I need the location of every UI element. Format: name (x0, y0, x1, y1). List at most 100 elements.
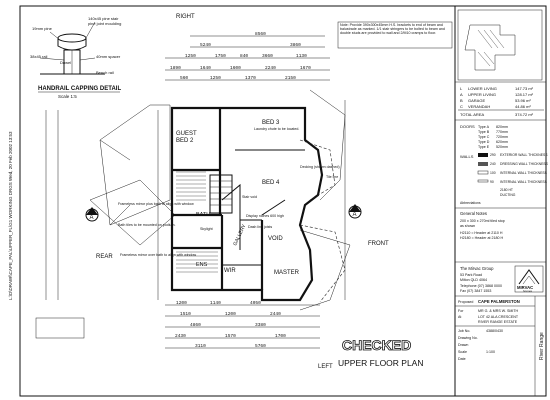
label-rear: REAR (96, 254, 113, 260)
svg-text:homes: homes (523, 289, 533, 293)
company-logo: MIRVAC homes (514, 265, 544, 293)
svg-text:1700: 1700 (275, 333, 286, 339)
svg-text:DRESSING WALL THICKNESS: DRESSING WALL THICKNESS (500, 162, 549, 166)
svg-text:Milton QLD 4064: Milton QLD 4064 (460, 278, 487, 282)
note-skylight: Skylight (200, 227, 213, 231)
svg-text:520mm: 520mm (496, 145, 508, 149)
svg-text:1510: 1510 (180, 311, 191, 317)
sheet-title: UPPER FLOOR PLAN (338, 358, 424, 368)
note-laundry-chute: Laundry chute to be located. (254, 127, 299, 131)
svg-text:DUCTING: DUCTING (500, 193, 516, 197)
handrail-label-1: 140x45 pine stair (88, 16, 119, 21)
svg-text:RIVER RANGE ESTATE: RIVER RANGE ESTATE (478, 320, 518, 324)
svg-text:1600: 1600 (230, 65, 241, 71)
title-block: L LOWER LIVING 147.73 m² A UPPER LIVING … (455, 9, 549, 396)
svg-text:290: 290 (490, 153, 496, 157)
svg-text:Drawn: Drawn (458, 343, 468, 347)
svg-text:1570: 1570 (225, 333, 236, 339)
svg-text:820mm: 820mm (496, 125, 508, 129)
svg-text:1140: 1140 (210, 300, 221, 306)
svg-text:GARAGE: GARAGE (468, 98, 485, 103)
svg-text:INTERNAL WALL THICKNESS: INTERNAL WALL THICKNESS (500, 171, 548, 175)
svg-text:53.96 m²: 53.96 m² (515, 98, 531, 103)
svg-text:2150: 2150 (285, 75, 296, 81)
company-name: The Mirvac Group (460, 266, 494, 271)
svg-text:5760: 5760 (255, 343, 266, 349)
note-stair-void: Stair void (242, 195, 257, 199)
decking-outline (299, 224, 346, 303)
label-right: RIGHT (176, 14, 195, 20)
key-plan-shape (464, 24, 516, 71)
label-front: FRONT (368, 241, 389, 247)
note-tile-line: Tile line (326, 175, 338, 179)
svg-text:Drawing No.: Drawing No. (458, 336, 478, 340)
legend-doors-title: DOORS (460, 124, 475, 129)
svg-text:L: L (460, 86, 463, 91)
note-bath-tiles: Bath tiles to be mounted on podium. (118, 223, 176, 227)
svg-text:4388/0430: 4388/0430 (486, 329, 503, 333)
sheet-border (19, 5, 547, 397)
svg-text:INTERNAL WALL THICKNESS: INTERNAL WALL THICKNESS (500, 180, 548, 184)
svg-text:1200: 1200 (225, 311, 236, 317)
margin-file-path: L:\D\DRAW\\CAPE_PAL\UPPER_FL\G1 WORKING … (8, 131, 13, 300)
svg-text:MR G. & MRS W. SMITH: MR G. & MRS W. SMITH (478, 309, 519, 313)
svg-text:1370: 1370 (245, 75, 256, 81)
svg-text:2180 HT: 2180 HT (500, 188, 513, 192)
svg-text:MIRVAC: MIRVAC (517, 285, 533, 290)
general-notes-title: General Notes (460, 211, 487, 216)
room-guest: GUEST (176, 131, 197, 137)
svg-text:44.86 m²: 44.86 m² (515, 104, 531, 109)
svg-text:840: 840 (240, 53, 248, 59)
handrail-cap-top (57, 33, 87, 43)
svg-text:3110: 3110 (195, 343, 206, 349)
svg-text:Job No.: Job No. (458, 329, 470, 333)
svg-text:LOWER LIVING: LOWER LIVING (468, 86, 497, 91)
handrail-label-7: Bench rail (96, 70, 114, 75)
svg-text:100: 100 (490, 171, 496, 175)
top-note-text: Note: Provide 390x300x45mm H.S. brackets… (340, 23, 445, 36)
label-left: LEFT (318, 364, 333, 370)
checked-stamp: CHECKED (342, 337, 411, 353)
handrail-label-3: 19mm pine (32, 26, 53, 31)
handrail-scale: Scale 1:5 (58, 94, 77, 99)
svg-text:Proposed: Proposed (458, 300, 473, 304)
svg-text:A: A (90, 215, 94, 221)
svg-text:8560: 8560 (255, 31, 266, 37)
svg-text:1130: 1130 (296, 53, 307, 59)
svg-text:2440: 2440 (270, 311, 281, 317)
svg-text:EXTERIOR WALL THICKNESS: EXTERIOR WALL THICKNESS (500, 153, 548, 157)
section-marker-left: A (85, 207, 99, 222)
roof-outline-front (309, 89, 346, 201)
svg-text:1890: 1890 (170, 65, 181, 71)
tile-hatch (176, 171, 218, 273)
svg-text:1:100: 1:100 (486, 350, 495, 354)
svg-text:B: B (460, 98, 463, 103)
project-name: CAPE PALMERSTON (478, 299, 520, 304)
svg-text:720mm: 720mm (496, 135, 508, 139)
key-plan-box (457, 9, 543, 81)
svg-text:Type E: Type E (478, 145, 490, 149)
room-bed4: BED 4 (262, 180, 280, 186)
room-bed3: BED 3 (262, 120, 280, 126)
handrail-label-2: pine joint moulding (88, 21, 121, 26)
roof-outline-rear (99, 104, 171, 226)
svg-text:A: A (460, 92, 463, 97)
svg-text:C: C (460, 104, 463, 109)
bottom-dimensions: 1200 1140 4050 1510 1200 2440 4860 3380 … (165, 300, 320, 349)
area-total-label: TOTAL AREA (460, 112, 484, 117)
stair (209, 174, 233, 214)
svg-text:Telephone (07) 3868 0000: Telephone (07) 3868 0000 (460, 284, 502, 288)
room-ens: ENS (196, 262, 208, 268)
svg-text:3860: 3860 (290, 42, 301, 48)
svg-text:620mm: 620mm (496, 140, 508, 144)
svg-text:For: For (458, 309, 464, 313)
svg-text:Type D: Type D (478, 140, 490, 144)
room-wir: WIR (224, 268, 236, 274)
room-bath: BATH (196, 212, 210, 218)
svg-text:3380: 3380 (255, 322, 266, 328)
note-decking: Decking (shown dashed) (300, 165, 340, 169)
handrail-detail: 140x45 pine stair pine joint moulding 19… (30, 16, 121, 99)
top-note: Note: Provide 390x300x45mm H.S. brackets… (337, 21, 453, 49)
room-bed2: BED 2 (176, 138, 194, 144)
